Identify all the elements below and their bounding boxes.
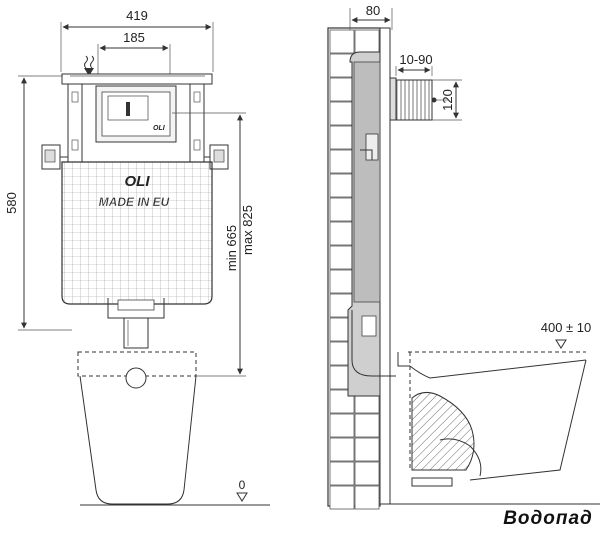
wall-tile	[329, 125, 355, 150]
cistern-side	[347, 51, 396, 397]
frame-logo: OLI	[125, 173, 151, 190]
wall-tile	[329, 173, 355, 198]
wall-tile	[354, 29, 380, 54]
dimension-400-label: 400 ± 10	[541, 320, 592, 335]
wall-tile	[354, 413, 380, 438]
front-view: 419 185 580	[4, 8, 270, 506]
right-bracket	[204, 144, 229, 170]
wall-tile	[329, 29, 355, 54]
wall-tile	[329, 485, 355, 510]
left-bracket	[41, 144, 68, 170]
water-inlet-icon	[84, 55, 94, 76]
watermark-text: Водопад	[503, 508, 593, 529]
dimension-185: 185	[97, 30, 171, 80]
wall-tile	[329, 101, 355, 126]
frame-front-panel	[379, 27, 391, 505]
dimension-580-label: 580	[4, 192, 19, 214]
wall-tile	[329, 197, 355, 222]
wall-tile	[354, 461, 380, 486]
flush-plate-side: 10-90 120	[389, 52, 462, 121]
wall-tile	[329, 269, 355, 294]
wall-tile	[329, 413, 355, 438]
wall-tile	[329, 77, 355, 102]
flush-plate: OLI	[95, 85, 177, 143]
floor-zero-marker	[236, 492, 248, 502]
flush-outlet	[107, 298, 165, 349]
wall-tile	[329, 437, 355, 462]
cistern-tank	[61, 161, 213, 305]
height-400-marker	[555, 339, 567, 349]
dimension-max-label: max 825	[240, 205, 255, 255]
toilet-bowl-side	[397, 351, 587, 487]
side-view: 80 10-90 120	[327, 3, 600, 510]
wall-tile	[354, 437, 380, 462]
dimension-665-825: min 665 max 825	[172, 112, 255, 377]
dimension-419: 419	[60, 8, 214, 72]
wall-tile	[329, 149, 355, 174]
wall-tile	[329, 221, 355, 246]
frame-top-bar	[61, 73, 213, 85]
wall-tile	[329, 461, 355, 486]
wall-tile	[329, 245, 355, 270]
toilet-bowl-front	[77, 351, 197, 505]
dimension-min-label: min 665	[224, 225, 239, 271]
dimension-419-label: 419	[126, 8, 148, 23]
dimension-80: 80	[349, 3, 393, 30]
dimension-185-label: 185	[123, 30, 145, 45]
dimension-80-label: 80	[366, 3, 380, 18]
frame-made-in-text: MADE IN EU	[99, 195, 170, 209]
dimension-10-90-label: 10-90	[399, 52, 432, 67]
floor-zero-label: 0	[239, 478, 246, 492]
plate-logo: OLI	[153, 125, 166, 132]
wall-tile	[354, 485, 380, 510]
